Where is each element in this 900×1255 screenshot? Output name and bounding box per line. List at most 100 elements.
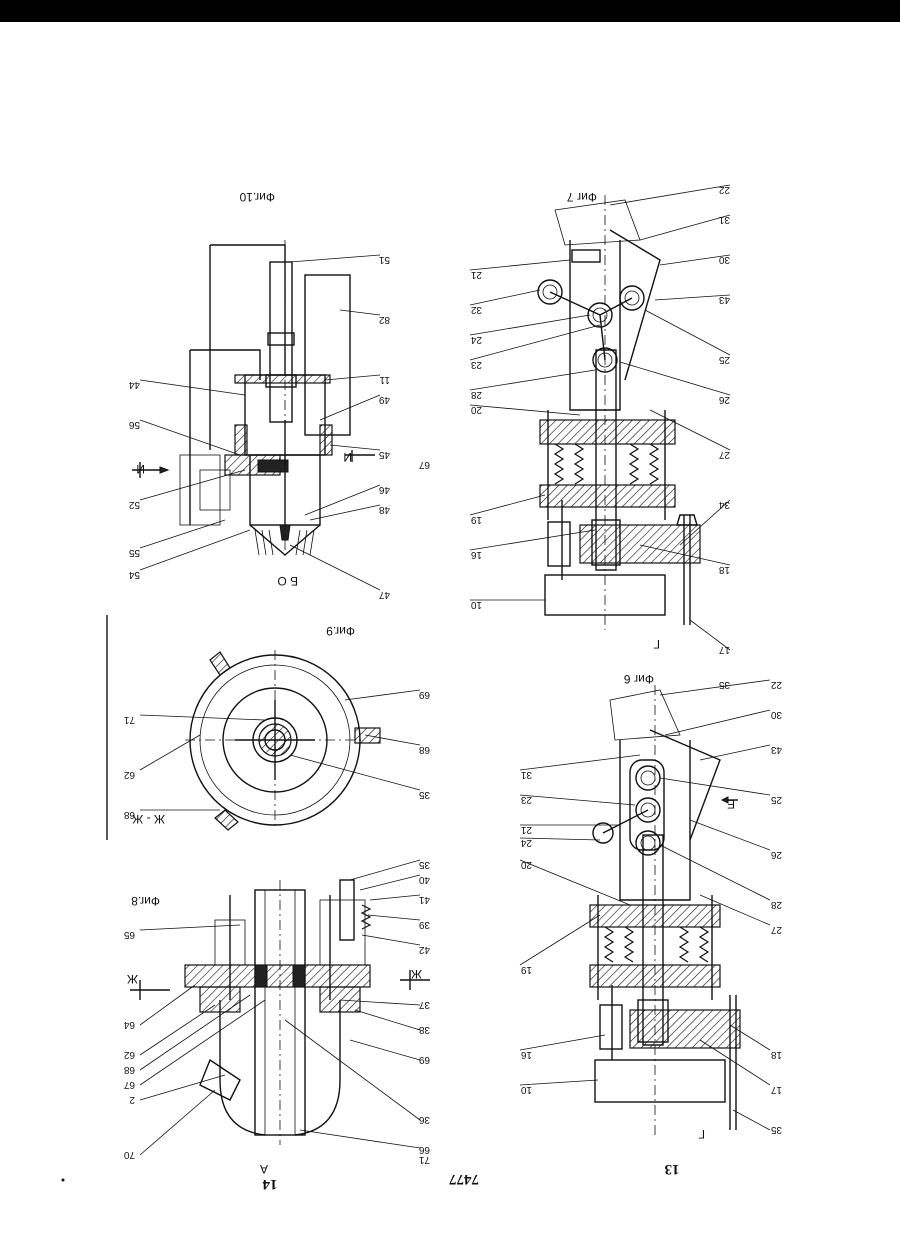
fig10-label: 56 (128, 419, 140, 430)
fig8-label: 68 (123, 1064, 135, 1075)
fig6-bottom-mark: Г (698, 1127, 705, 1141)
figure-7 (470, 185, 730, 650)
fig6-label: 28 (770, 899, 782, 910)
fig6-label: 10 (520, 1084, 532, 1095)
fig8-label: 62 (123, 1049, 135, 1060)
fig9-label: 62 (123, 769, 135, 780)
fig6-label: 18 (770, 1049, 782, 1060)
fig6-label: 31 (520, 769, 532, 780)
figure-8 (130, 860, 430, 1155)
fig10-label: 49 (378, 394, 390, 405)
fig10-label: 44 (128, 379, 140, 390)
clamp-plate (580, 525, 700, 563)
fig7-label: 24 (470, 334, 482, 345)
fig10-label: 45 (378, 449, 390, 460)
fig7-label: 16 (470, 549, 482, 560)
fig9-label: 69 (418, 689, 430, 700)
fig6-label: 16 (520, 1049, 532, 1060)
fig10-label: 55 (128, 547, 140, 558)
fig8-label: 35 (418, 859, 430, 870)
fig7-caption: Фиг 7 (566, 190, 597, 204)
page-number-left: 14 (262, 1176, 278, 1192)
fig10-label: 54 (128, 569, 140, 580)
cylinder-82 (305, 275, 350, 435)
fig8-label: 42 (418, 944, 430, 955)
fig6-label: 17 (770, 1084, 782, 1095)
page-number-center: 7477 (449, 1171, 480, 1187)
fig8-label: 41 (418, 894, 430, 905)
fig7-label: 19 (470, 514, 482, 525)
fig8-section-mark-right: Ж (411, 967, 422, 981)
fig8-label: 65 (123, 929, 135, 940)
fig6-section-mark: Е (727, 797, 735, 811)
fig6-label: 24 (520, 837, 532, 848)
fig10-label: 46 (378, 484, 390, 495)
fig6-label: 23 (520, 794, 532, 805)
fig9-label: 35 (418, 789, 430, 800)
scan-dot (62, 1179, 65, 1182)
fig8-label: 69 (418, 1054, 430, 1065)
fig8-label: 40 (418, 874, 430, 885)
fig7-label: 17 (718, 644, 730, 655)
spring-top-plate (540, 420, 675, 444)
fig10-section-mark-right: И (343, 450, 352, 464)
fig7-label: 18 (718, 564, 730, 575)
fig8-section-mark-left: Ж (127, 972, 138, 986)
figure-6 (520, 680, 770, 1135)
fig6-label: 19 (520, 964, 532, 975)
fig7-label: 43 (718, 294, 730, 305)
fig9-label: 68 (123, 809, 135, 820)
fig7-label: 26 (718, 394, 730, 405)
fig7-label: 10 (470, 599, 482, 610)
fig8-label: 39 (418, 919, 430, 930)
fig6-caption: Фиг 6 (623, 672, 654, 686)
fig9-label: 71 (123, 714, 135, 725)
fig6-label: 30 (770, 709, 782, 720)
fig6-label: 22 (770, 679, 782, 690)
fig10-caption: Фиг.10 (239, 190, 275, 204)
fig8-label: 67 (123, 1079, 135, 1090)
figure-9 (107, 615, 420, 840)
fig7-label: 21 (470, 269, 482, 280)
fig7-label: 34 (718, 499, 730, 510)
fig7-label: 25 (718, 354, 730, 365)
fig8-caption: Фиг.8 (131, 894, 160, 908)
fig6-label: 21 (520, 824, 532, 835)
fig6-label: 25 (770, 794, 782, 805)
fig7-label: 31 (718, 214, 730, 225)
fig8-label: 36 (418, 1114, 430, 1125)
base-plate (595, 1060, 725, 1102)
fig7-label: 35 (718, 679, 730, 690)
fig7-label: 23 (470, 359, 482, 370)
fig8-bottom-mark: А (260, 1162, 268, 1176)
fig7-label: 28 (470, 389, 482, 400)
page-number-right: 13 (665, 1161, 680, 1177)
fig10-label: 51 (378, 254, 390, 265)
fig8-label: 2 (129, 1094, 135, 1105)
fig8-label: 66 (418, 1144, 430, 1155)
fig8-label: 70 (123, 1149, 135, 1160)
fig6-label: 35 (770, 1124, 782, 1135)
fig9-caption: Фиг.9 (326, 624, 355, 638)
fig10-view-mark: Б О (277, 574, 298, 588)
fig10-section-mark-left: И (136, 462, 145, 476)
fig6-label: 20 (520, 859, 532, 870)
fig10-label: 52 (128, 499, 140, 510)
fig6-label: 26 (770, 849, 782, 860)
fig9-label: 67 (418, 459, 430, 470)
fig8-label: 64 (123, 1019, 135, 1030)
fig10-label: 48 (378, 504, 390, 515)
fig7-label: 20 (470, 404, 482, 415)
fig7-bottom-mark: Г (653, 637, 660, 651)
spring-bottom-plate (540, 485, 675, 507)
fig10-label: 82 (378, 314, 390, 325)
fig7-label: 27 (718, 449, 730, 460)
fig10-label: 47 (378, 589, 390, 600)
fig9-label: 68 (418, 744, 430, 755)
fig6-label: 43 (770, 744, 782, 755)
fig8-label: 71 (418, 1154, 430, 1165)
fig7-label: 32 (470, 304, 482, 315)
fig7-label: 22 (718, 184, 730, 195)
fig8-label: 37 (418, 999, 430, 1010)
